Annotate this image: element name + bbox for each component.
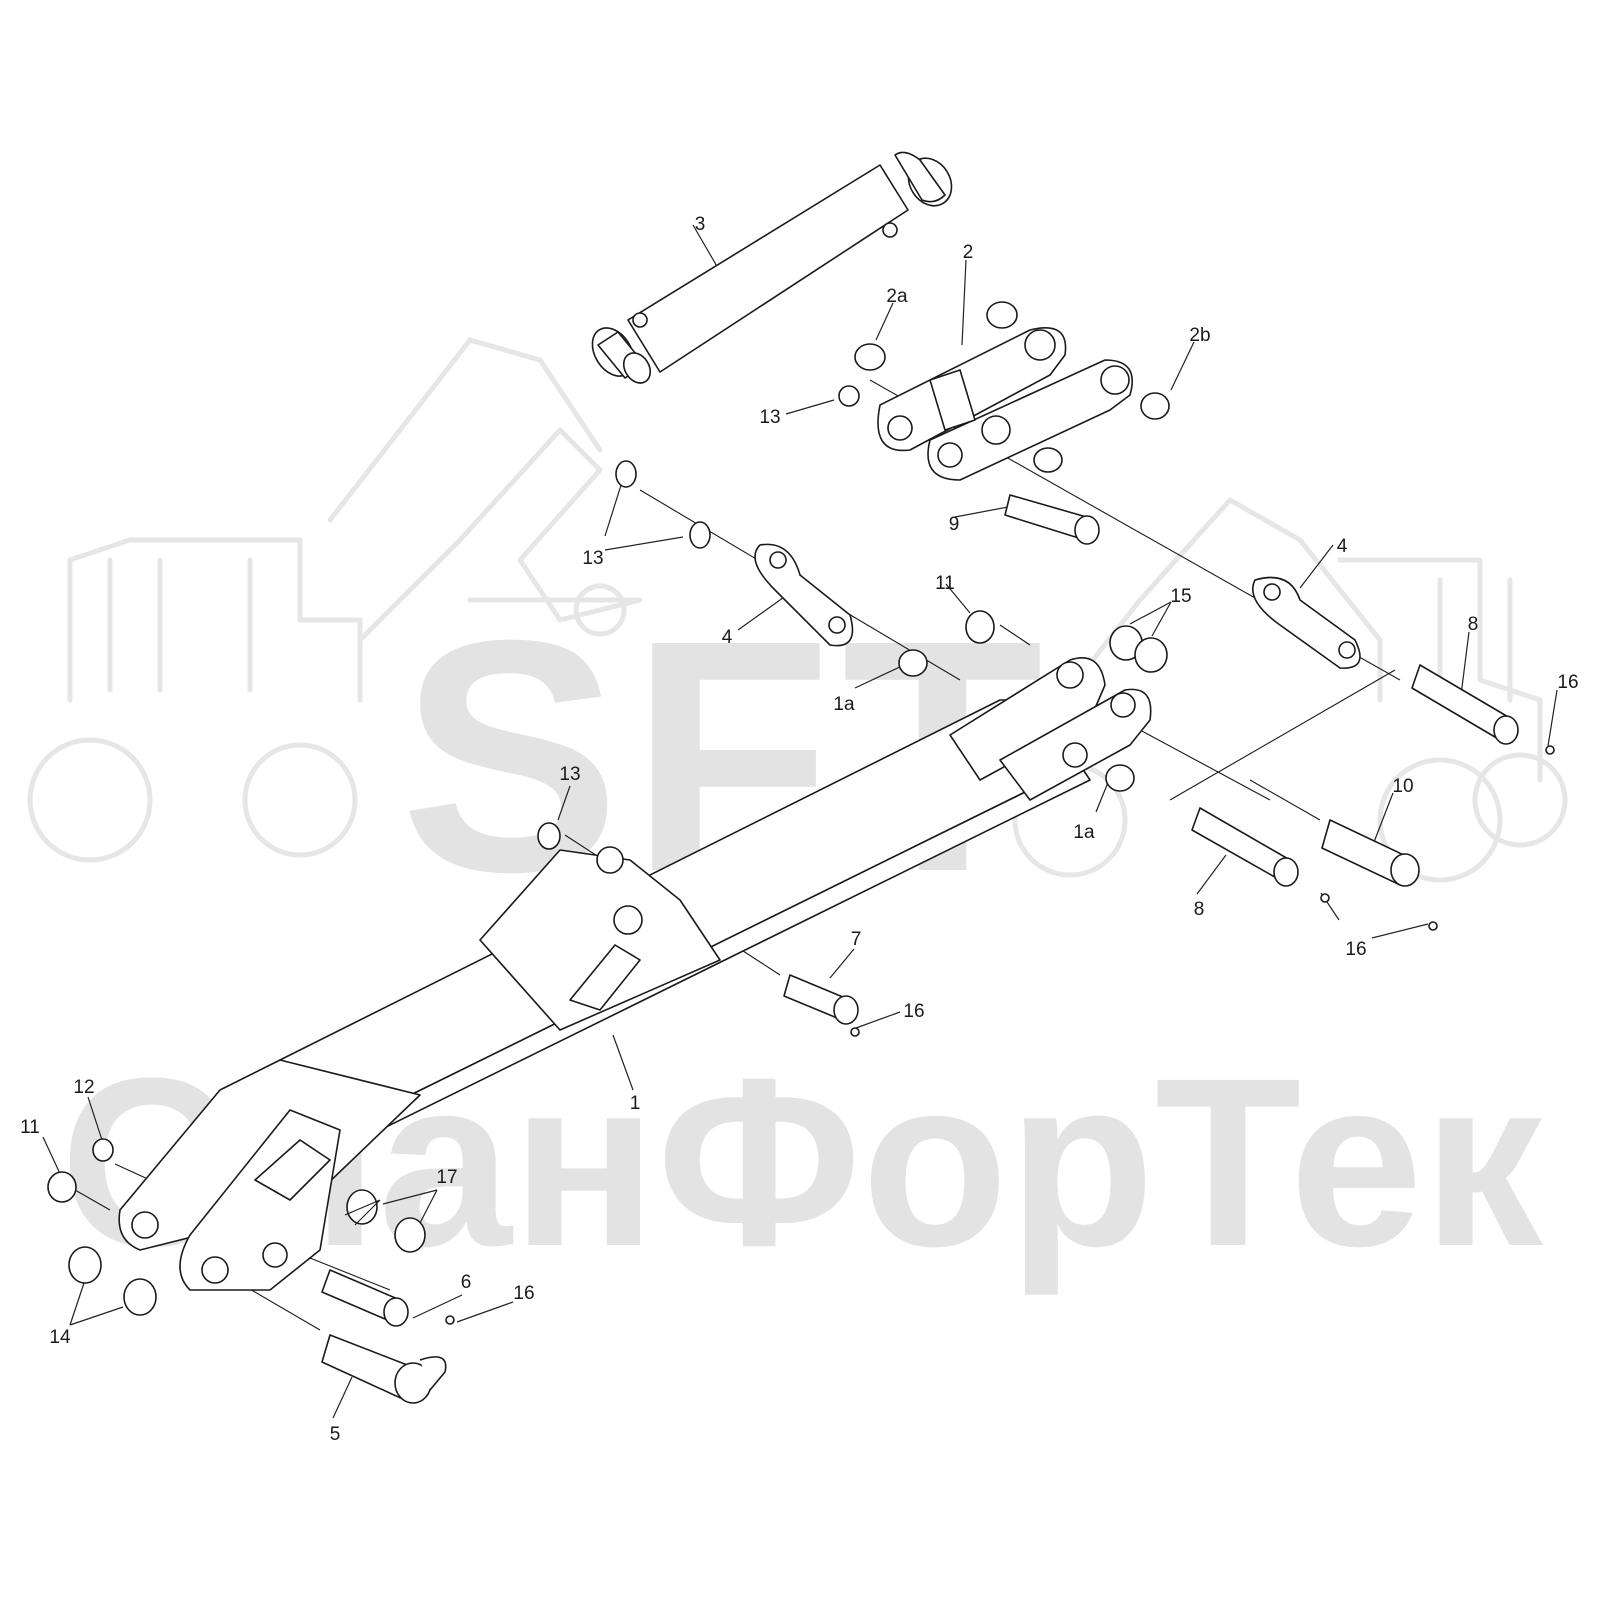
watermark-tractor-outline	[27, 337, 643, 863]
callout-2: 2	[963, 242, 974, 263]
callout-15: 15	[1170, 586, 1191, 607]
callout-8: 8	[1468, 614, 1479, 635]
pins-and-bushings	[47, 460, 1555, 1404]
main-boom	[118, 657, 1152, 1291]
hydraulic-cylinder	[591, 151, 953, 384]
callout-17: 17	[436, 1167, 457, 1188]
callout-9: 9	[949, 514, 960, 535]
callout-11: 11	[935, 573, 955, 594]
callout-14: 14	[49, 1327, 71, 1348]
callout-16: 16	[1557, 672, 1578, 693]
callout-2a: 2a	[886, 286, 908, 307]
callout-labels: 3 2 2a 2b 13 13 9 4 4 11 15 8 16 1a 1a 1…	[20, 214, 1578, 1445]
callout-6: 6	[461, 1272, 472, 1293]
callout-4: 4	[1337, 536, 1348, 557]
callout-16: 16	[513, 1283, 534, 1304]
callout-2b: 2b	[1189, 325, 1210, 346]
callout-13: 13	[759, 407, 780, 428]
callout-1: 1	[630, 1093, 641, 1114]
callout-1a: 1a	[1073, 822, 1095, 843]
callout-16: 16	[1345, 939, 1366, 960]
callout-1a: 1a	[833, 694, 855, 715]
callout-13: 13	[559, 764, 580, 785]
callout-3: 3	[695, 214, 706, 235]
callout-13: 13	[582, 548, 603, 569]
callout-7: 7	[851, 929, 862, 950]
callout-5: 5	[330, 1424, 341, 1445]
callout-10: 10	[1392, 776, 1413, 797]
callout-16: 16	[903, 1001, 924, 1022]
callout-8: 8	[1194, 899, 1205, 920]
link-assembly	[838, 301, 1170, 481]
callout-11: 11	[20, 1117, 40, 1138]
callout-4: 4	[722, 627, 733, 648]
callout-12: 12	[73, 1077, 94, 1098]
